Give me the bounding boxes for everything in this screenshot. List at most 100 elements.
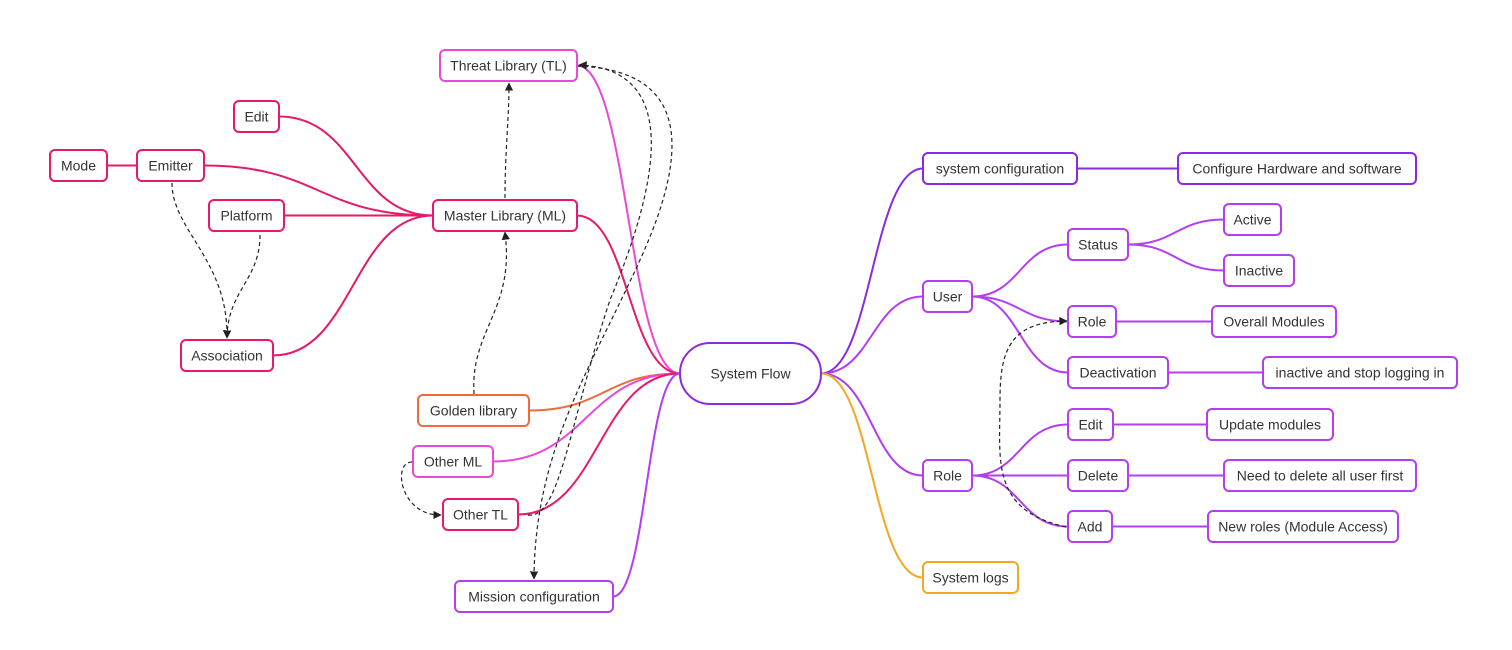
edge-role-to-edit-right xyxy=(971,423,1069,477)
node-label: Inactive xyxy=(1235,263,1283,279)
node-other-ml[interactable]: Other ML xyxy=(412,445,494,478)
edge-status-to-active xyxy=(1127,218,1225,246)
edge-status-to-inactive xyxy=(1127,243,1225,272)
node-mission-configuration[interactable]: Mission configuration xyxy=(454,580,614,613)
node-label: Other TL xyxy=(453,507,508,523)
node-add[interactable]: Add xyxy=(1067,510,1113,543)
node-box xyxy=(922,459,973,492)
node-box xyxy=(1223,203,1282,236)
node-label: Active xyxy=(1233,212,1271,228)
node-box xyxy=(679,342,822,405)
node-label: Threat Library (TL) xyxy=(450,58,567,74)
node-label: Mode xyxy=(61,158,96,174)
node-label: System logs xyxy=(932,570,1008,586)
edge-center-to-other-ml xyxy=(492,372,681,463)
node-box xyxy=(49,149,108,182)
node-label: Platform xyxy=(220,208,272,224)
node-label: Update modules xyxy=(1219,417,1321,433)
node-label: Status xyxy=(1078,237,1118,253)
node-overall-modules[interactable]: Overall Modules xyxy=(1211,305,1337,338)
node-active[interactable]: Active xyxy=(1223,203,1282,236)
node-box xyxy=(1067,356,1169,389)
node-label: Role xyxy=(933,468,962,484)
node-delete[interactable]: Delete xyxy=(1067,459,1129,492)
node-role-user[interactable]: Role xyxy=(1067,305,1117,338)
dashed-links xyxy=(171,61,1068,580)
node-user[interactable]: User xyxy=(922,280,973,313)
node-box xyxy=(1177,152,1417,185)
node-label: Association xyxy=(191,348,263,364)
node-other-tl[interactable]: Other TL xyxy=(442,498,519,531)
node-box xyxy=(180,339,274,372)
edge-center-to-user xyxy=(820,295,924,375)
node-label: Add xyxy=(1078,519,1103,535)
node-edit-left[interactable]: Edit xyxy=(233,100,280,133)
node-center[interactable]: System Flow xyxy=(679,342,822,405)
dashed-link-add-to-role-user xyxy=(998,316,1068,528)
node-role[interactable]: Role xyxy=(922,459,973,492)
node-inactive-stop-login[interactable]: inactive and stop logging in xyxy=(1262,356,1458,389)
node-master-library[interactable]: Master Library (ML) xyxy=(432,199,578,232)
node-box xyxy=(442,498,519,531)
node-box xyxy=(1223,459,1417,492)
node-box xyxy=(417,394,530,427)
node-delete-users-first[interactable]: Need to delete all user first xyxy=(1223,459,1417,492)
node-threat-library[interactable]: Threat Library (TL) xyxy=(439,49,578,82)
edge-center-to-system-logs xyxy=(820,372,924,579)
edge-center-to-system-configuration xyxy=(820,167,924,375)
node-system-configuration[interactable]: system configuration xyxy=(922,152,1078,185)
node-label: User xyxy=(933,289,963,305)
edge-master-library-to-emitter xyxy=(203,164,434,217)
node-label: Delete xyxy=(1078,468,1119,484)
node-update-modules[interactable]: Update modules xyxy=(1206,408,1334,441)
node-deactivation[interactable]: Deactivation xyxy=(1067,356,1169,389)
edge-center-to-other-tl xyxy=(517,372,681,516)
node-box xyxy=(454,580,614,613)
node-label: Master Library (ML) xyxy=(444,208,566,224)
node-label: New roles (Module Access) xyxy=(1218,519,1388,535)
node-label: Need to delete all user first xyxy=(1237,468,1404,484)
node-label: Edit xyxy=(244,109,268,125)
node-box xyxy=(439,49,578,82)
node-box xyxy=(432,199,578,232)
node-box xyxy=(1223,254,1295,287)
node-box xyxy=(1206,408,1334,441)
node-label: Deactivation xyxy=(1079,365,1156,381)
node-label: Role xyxy=(1078,314,1107,330)
node-platform[interactable]: Platform xyxy=(208,199,285,232)
edge-center-to-threat-library xyxy=(576,64,681,375)
edge-user-to-role-user xyxy=(971,295,1069,323)
node-new-roles[interactable]: New roles (Module Access) xyxy=(1207,510,1399,543)
node-box xyxy=(1067,459,1129,492)
node-association[interactable]: Association xyxy=(180,339,274,372)
node-box xyxy=(1262,356,1458,389)
node-label: Golden library xyxy=(430,403,517,419)
node-golden-library[interactable]: Golden library xyxy=(417,394,530,427)
node-emitter[interactable]: Emitter xyxy=(136,149,205,182)
node-box xyxy=(1211,305,1337,338)
edge-user-to-status xyxy=(971,243,1069,298)
node-mode[interactable]: Mode xyxy=(49,149,108,182)
edge-user-to-deactivation xyxy=(971,295,1069,374)
node-label: Overall Modules xyxy=(1223,314,1324,330)
dashed-link-golden-library-to-master-library xyxy=(473,231,511,395)
edge-role-to-add xyxy=(971,474,1069,528)
node-label: Other ML xyxy=(424,454,483,470)
node-inactive[interactable]: Inactive xyxy=(1223,254,1295,287)
node-box xyxy=(1067,510,1113,543)
node-box xyxy=(1067,228,1129,261)
node-box xyxy=(233,100,280,133)
node-label: System Flow xyxy=(710,366,791,382)
node-system-logs[interactable]: System logs xyxy=(922,561,1019,594)
dashed-link-threat-library-to-mission-configuration xyxy=(529,65,673,580)
node-configure-hw-sw[interactable]: Configure Hardware and software xyxy=(1177,152,1417,185)
dashed-link-emitter-to-association xyxy=(171,182,232,339)
dashed-link-master-library-to-threat-library xyxy=(504,82,514,199)
node-label: Configure Hardware and software xyxy=(1192,161,1402,177)
node-status[interactable]: Status xyxy=(1067,228,1129,261)
edge-center-to-golden-library xyxy=(528,372,681,412)
edge-center-to-mission-configuration xyxy=(612,372,681,598)
edge-master-library-to-association xyxy=(272,214,434,357)
node-edit-right[interactable]: Edit xyxy=(1067,408,1114,441)
